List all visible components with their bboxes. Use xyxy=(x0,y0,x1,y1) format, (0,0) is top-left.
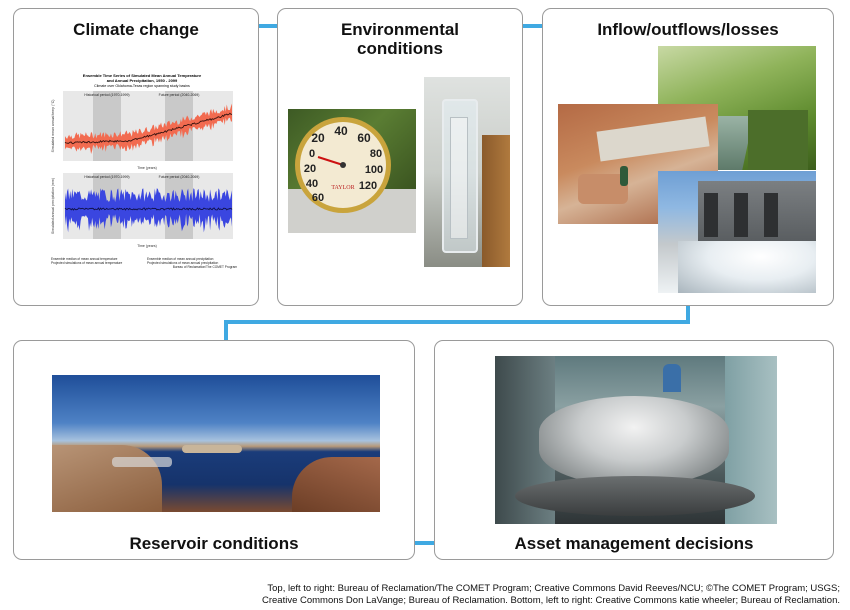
chart-title-line1: Ensemble Time Series of Simulated Mean A… xyxy=(82,73,202,78)
credits-line2: Creative Commons Don LaVange; Bureau of … xyxy=(261,595,840,606)
turbine-photo xyxy=(495,356,777,524)
precip-historical-label: Historical period (1970-1999) xyxy=(84,175,129,179)
temp-historical-label: Historical period (1970-1999) xyxy=(84,93,129,97)
asset-management-title: Asset management decisions xyxy=(514,534,754,553)
precip-xlabel: Time (years) xyxy=(137,244,157,248)
dam-spillway-photo xyxy=(658,171,816,293)
legend-item: Ensemble median of mean annual temperatu… xyxy=(51,257,118,261)
temp-future-label: Future period (2040-2069) xyxy=(159,93,200,97)
legend-item: Projected simulations of mean annual tem… xyxy=(51,261,123,266)
image-credits: Top, left to right: Bureau of Reclamatio… xyxy=(80,583,840,607)
thermometer-label: 120 xyxy=(359,180,377,192)
legend-item: Ensemble median of mean annual precipita… xyxy=(147,257,214,261)
chart-title-line2: and Annual Precipitation, 1950 - 2099 xyxy=(106,78,178,83)
thermometer-label: 80 xyxy=(370,148,382,160)
asset-management-box: Asset management decisions xyxy=(434,340,834,560)
precip-future-label: Future period (2040-2069) xyxy=(159,175,200,179)
thermometer-brand: TAYLOR xyxy=(331,185,354,191)
thermometer-label: 20 xyxy=(304,163,316,175)
reservoir-conditions-box: Reservoir conditions xyxy=(13,340,415,560)
credits-line1: Top, left to right: Bureau of Reclamatio… xyxy=(267,583,840,594)
reservoir-photo xyxy=(52,375,380,512)
climate-change-box: Climate change Ensemble Time Series of S… xyxy=(13,8,259,306)
chart-source: Bureau of Reclamation/The COMET Program xyxy=(172,265,237,270)
inflow-outflows-box: Inflow/outflows/losses xyxy=(542,8,834,306)
thermometer-label: 100 xyxy=(365,164,383,176)
environmental-title-line1: Environmental xyxy=(340,20,460,39)
chart-legend: Ensemble median of mean annual temperatu… xyxy=(51,257,237,270)
thermometer-label: 60 xyxy=(312,192,324,204)
thermometer-label: 0 xyxy=(309,148,315,160)
reservoir-title: Reservoir conditions xyxy=(129,534,299,553)
temperature-panel: Simulated mean annual temp (°C) Historic… xyxy=(51,91,233,170)
environmental-conditions-box: Environmental conditions 20 40 60 80 100… xyxy=(277,8,523,306)
thermometer-label: 40 xyxy=(334,124,348,138)
temp-xlabel: Time (years) xyxy=(137,166,157,170)
precip-ylabel: Simulated annual precipitation (mm) xyxy=(51,178,55,234)
thermometer-label: 40 xyxy=(306,178,318,190)
rain-gauge-photo xyxy=(424,77,510,267)
climate-chart: Ensemble Time Series of Simulated Mean A… xyxy=(47,73,237,273)
thermometer-label: 20 xyxy=(311,131,325,145)
climate-change-title: Climate change xyxy=(73,20,199,39)
inflow-title: Inflow/outflows/losses xyxy=(597,20,779,39)
thermometer-photo: 20 40 60 80 100 120 0 20 40 60 TAYLOR xyxy=(288,109,416,233)
environmental-title-line2: conditions xyxy=(357,39,443,58)
thermometer-label: 60 xyxy=(357,131,371,145)
legend-item: Projected simulations of mean annual pre… xyxy=(147,261,219,266)
temp-ylabel: Simulated mean annual temp (°C) xyxy=(51,100,55,153)
precipitation-panel: Simulated annual precipitation (mm) Hist… xyxy=(51,173,233,248)
chart-subtitle: Climate over Oklahoma-Texas region spann… xyxy=(94,84,190,88)
